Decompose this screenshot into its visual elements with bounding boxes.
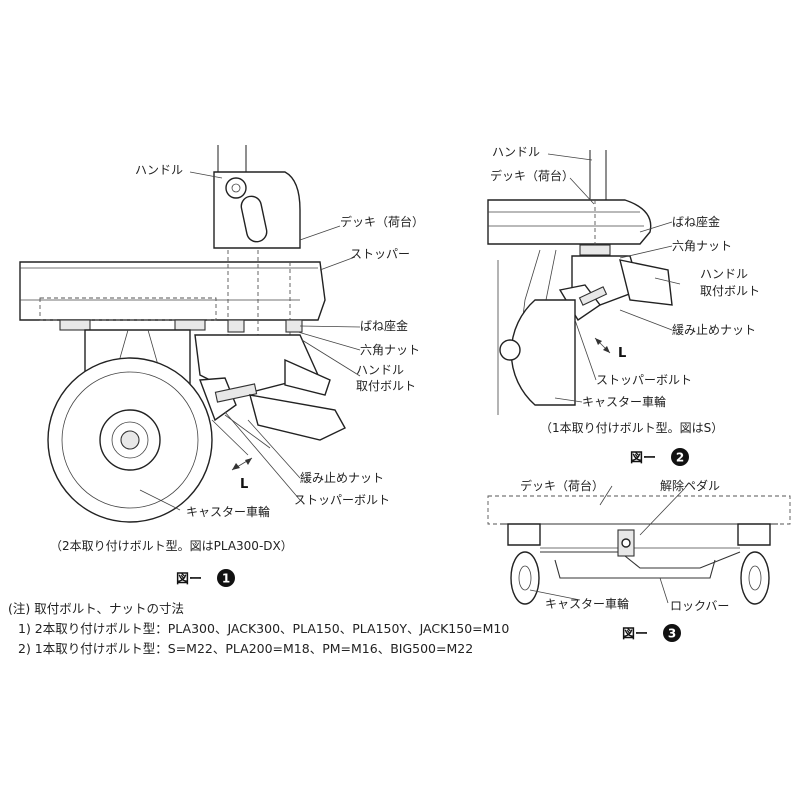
- fig2-label-stopper-bolt: ストッパーボルト: [596, 373, 692, 387]
- fig1-label-spring-washer: ばね座金: [360, 318, 408, 333]
- fig3-label-release-pedal: 解除ペダル: [660, 478, 720, 493]
- fig2-caption: （1本取り付けボルト型。図はS）: [540, 421, 723, 435]
- fig2-label-caster-wheel: キャスター車輪: [582, 394, 666, 409]
- notes-line-2: 2) 1本取り付けボルト型：S=M22、PLA200=M18、PM=M16、BI…: [18, 641, 474, 656]
- notes-line-1: 1) 2本取り付けボルト型：PLA300、JACK300、PLA150、PLA1…: [18, 621, 510, 636]
- figure-3-labels: デッキ（荷台） 解除ペダル キャスター車輪 ロックバー 図ー 3: [520, 478, 729, 642]
- fig2-label-hex-nut: 六角ナット: [672, 239, 732, 253]
- fig2-label-handle-bolt-2: 取付ボルト: [700, 284, 760, 298]
- fig1-number-badge: [217, 569, 235, 587]
- fig1-label-handle: ハンドル: [135, 163, 183, 177]
- fig1-label-deck: デッキ（荷台）: [340, 214, 424, 229]
- fig2-label-handle: ハンドル: [492, 145, 540, 159]
- fig2-number-badge: [671, 448, 689, 466]
- fig3-label-lock-bar: ロックバー: [670, 599, 729, 613]
- figure-3-leaders: [529, 485, 686, 604]
- fig1-caption: （2本取り付けボルト型。図はPLA300-DX）: [50, 539, 293, 553]
- fig1-label-stopper: ストッパー: [350, 247, 410, 261]
- fig3-number-badge: [663, 624, 681, 642]
- figure-1-drawing: [19, 145, 346, 523]
- fig2-dimension-L: L: [618, 346, 626, 361]
- fig3-number: 3: [668, 627, 676, 641]
- figure-3-drawing: [487, 495, 791, 605]
- figure-2-drawing: [487, 150, 673, 415]
- fig1-label-handle-bolt-2: 取付ボルト: [356, 379, 416, 393]
- fig1-title: 図ー: [176, 572, 202, 587]
- fig2-label-handle-bolt-1: ハンドル: [700, 267, 748, 281]
- fig2-number: 2: [676, 451, 684, 465]
- notes-heading: (注) 取付ボルト、ナットの寸法: [8, 601, 184, 616]
- figure-1-labels: ハンドル デッキ（荷台） ストッパー ばね座金 六角ナット ハンドル 取付ボルト…: [50, 163, 424, 587]
- fig1-label-stopper-bolt: ストッパーボルト: [294, 493, 390, 507]
- fig1-label-handle-bolt-1: ハンドル: [356, 363, 404, 377]
- fig1-dimension-L: L: [240, 477, 248, 492]
- figure-2-leaders: [547, 153, 681, 403]
- fig3-title: 図ー: [622, 627, 648, 642]
- figure-2-labels: ハンドル デッキ（荷台） ばね座金 六角ナット ハンドル 取付ボルト 緩み止めナ…: [490, 145, 760, 466]
- fig1-label-caster-wheel: キャスター車輪: [186, 504, 270, 519]
- fig1-label-hex-nut: 六角ナット: [360, 343, 420, 357]
- fig2-label-spring-washer: ばね座金: [672, 214, 720, 229]
- fig2-label-lock-nut: 緩み止めナット: [672, 323, 756, 337]
- fig1-label-lock-nut: 緩み止めナット: [300, 471, 384, 485]
- fig3-label-deck: デッキ（荷台）: [520, 478, 604, 493]
- fig2-label-deck: デッキ（荷台）: [490, 168, 574, 183]
- fig1-number: 1: [222, 572, 230, 586]
- figure-1-leaders: [139, 171, 361, 511]
- fig3-label-caster-wheel: キャスター車輪: [545, 596, 629, 611]
- fig2-title: 図ー: [630, 451, 656, 466]
